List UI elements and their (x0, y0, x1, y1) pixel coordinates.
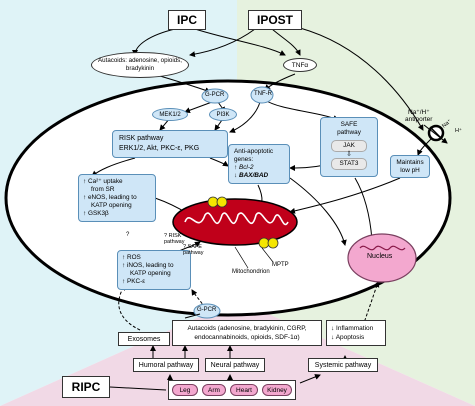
safe-pathway-box: SAFE pathway JAK ⇩ STAT3 (320, 117, 378, 177)
autacoids-bottom-box: Autacoids (adenosine, bradykinin, CGRP, … (172, 320, 322, 346)
autacoids-top: Autacoids: adenosine, opioids, bradykini… (91, 52, 189, 78)
ph-box: Maintains low pH (390, 155, 430, 178)
ipost-label: IPOST (248, 10, 302, 30)
mptp-channel-top-left (207, 196, 219, 208)
enos-2: KATP opening (91, 202, 132, 209)
arrow-anti-nucleus (289, 177, 347, 246)
baxbad: ↓ BAX/BAD (234, 172, 269, 179)
pi3k-node: PI3K (209, 108, 237, 121)
mek-node: MEK1/2 (152, 108, 188, 121)
question-mark: ? (126, 232, 130, 238)
autacoids-bottom-1: Autacoids (adenosine, bradykinin, CGRP, (187, 325, 307, 332)
safe-title-1: SAFE (340, 121, 358, 128)
ph-line-1: Maintains (396, 159, 424, 166)
antiapoptotic-title-1: Anti-apoptotic (234, 148, 274, 155)
organ-kidney: Kidney (262, 384, 292, 396)
antiapoptotic-box: Anti-apoptotic genes: ↑ Bcl-2 ↓ BAX/BAD (228, 144, 290, 184)
mitochondrion-leader (234, 246, 249, 269)
autacoids-bottom-2: endocannabinoids, opioids, SDF-1α) (194, 334, 300, 341)
antiporter-label-1: Na⁺/H⁺ (408, 109, 430, 116)
safe-question-1: ? SAFE (183, 244, 202, 250)
risk-question-2: pathway (164, 239, 185, 245)
arrow-pi3k-risk (214, 119, 223, 131)
arrow-safe-nucleus (354, 177, 375, 241)
mptp-channel-bottom-right (267, 237, 279, 249)
mitochondrion-label: Mitochondrion (232, 269, 270, 275)
ca-uptake-2: from SR (91, 186, 115, 193)
mitochondrion (172, 196, 298, 249)
safe-question-label: ? SAFE pathway (183, 244, 204, 256)
inflammation: ↓ Inflammation (331, 325, 374, 332)
risk-kinases: ERK1/2, Akt, PKC-ε, PKG (119, 145, 200, 152)
humoral-pathway: Humoral pathway (133, 358, 199, 372)
ca-uptake-1: ↑ Ca²⁺ uptake (83, 178, 123, 185)
tnfr-receptor (250, 86, 274, 104)
organ-leg: Leg (172, 384, 198, 396)
tnf-alpha: TNFα (283, 58, 317, 72)
gpcr-top-label: G-PCR (205, 92, 225, 98)
nucleus-label: Nucleus (367, 253, 393, 260)
gpcr-bottom-label: G-PCR (197, 307, 217, 313)
stat3-node: STAT3 (331, 158, 367, 170)
gsk3b: ↑ GSK3β (83, 210, 109, 217)
ph-line-2: low pH (400, 167, 420, 174)
arrow-risk-antiapoptotic (209, 157, 229, 167)
antiapoptotic-title-2: genes: (234, 156, 254, 163)
risk-question-label: ? RISK pathway (164, 233, 185, 245)
h-label: H⁺ (455, 128, 462, 134)
jak-node: JAK (331, 140, 367, 152)
exosomes-box: Exosomes (118, 332, 170, 346)
dna-icon (359, 245, 406, 251)
risk-pathway-box: RISK pathway ERK1/2, Akt, PKC-ε, PKG (112, 130, 228, 158)
arrow-antiporter-ph (417, 137, 433, 156)
ripc-label: RIPC (62, 376, 110, 398)
ripc-region (0, 300, 475, 406)
arrow-ph-mito (289, 177, 401, 214)
bcl2: ↑ Bcl-2 (234, 164, 254, 171)
nucleus (347, 233, 417, 283)
organ-heart: Heart (230, 384, 258, 396)
mptp-channel-bottom-left (258, 237, 270, 249)
ros-box: ↑ ROS ↑ iNOS, leading to KATP opening ↑ … (117, 250, 191, 290)
tnfr-label: TNF-R (254, 91, 272, 97)
antiporter-icon (423, 124, 448, 144)
organ-arm: Arm (202, 384, 226, 396)
pkc-epsilon: ↑ PKC-ε (122, 278, 146, 285)
arrow-ipc-tnf (194, 28, 286, 56)
mptp-leader (261, 247, 274, 263)
gpcr-receptor-bottom (193, 303, 221, 319)
systemic-pathway: Systemic pathway (308, 358, 378, 372)
inos-1: ↑ iNOS, leading to (122, 262, 174, 269)
arrow-ipost-antiporter (299, 27, 424, 131)
arrow-autacoids-gpcr-bottom (184, 313, 201, 319)
safe-title-2: pathway (337, 129, 361, 136)
arrow-ipost-tnf (271, 28, 301, 56)
arrow-gpcr-mek (184, 101, 213, 114)
antiporter-label-2: antiporter (405, 116, 433, 123)
mptp-label: MPTP (272, 262, 289, 268)
down-arrow-icon: ⇩ (346, 151, 352, 158)
arrow-tnfr-risk (229, 101, 261, 133)
apoptosis: ↓ Apoptosis (331, 334, 365, 341)
risk-question-1: ? RISK (164, 233, 182, 239)
safe-question-2: pathway (183, 250, 204, 256)
inos-2: KATP opening (130, 270, 171, 277)
arrow-organs-systemic (299, 374, 321, 384)
effects-box: ↑ Ca²⁺ uptake from SR ↑ eNOS, leading to… (78, 174, 156, 222)
ipc-label: IPC (168, 10, 206, 30)
ros: ↑ ROS (122, 254, 141, 261)
inflammation-box: ↓ Inflammation ↓ Apoptosis (326, 320, 386, 346)
enos-1: ↑ eNOS, leading to (83, 194, 137, 201)
gpcr-receptor-top (201, 88, 229, 104)
neural-pathway: Neural pathway (205, 358, 265, 372)
arrow-ipost-autacoids (189, 28, 256, 58)
mptp-channel-top-right (216, 196, 228, 208)
risk-title: RISK pathway (119, 135, 164, 142)
